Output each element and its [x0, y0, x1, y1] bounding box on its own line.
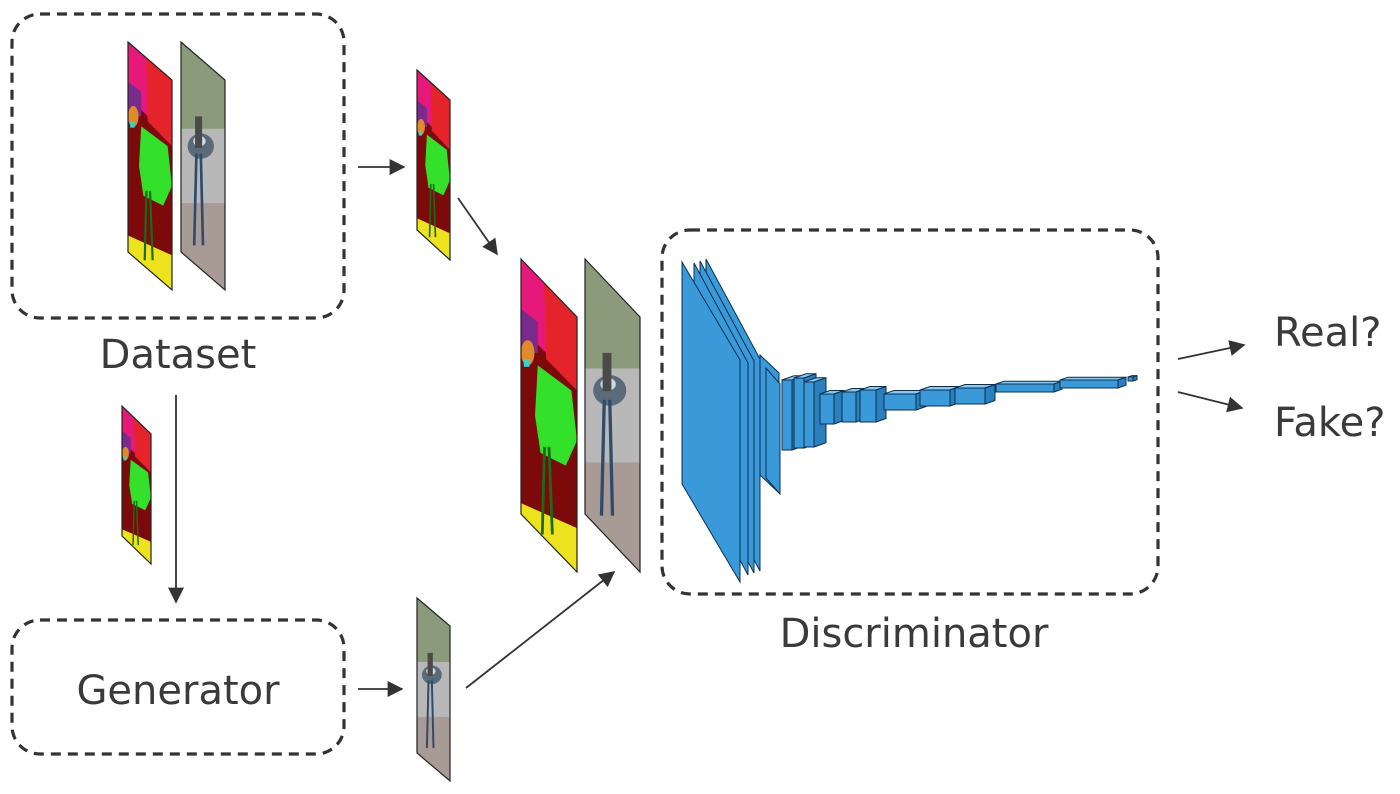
segmentation-map-icon	[127, 40, 173, 292]
seg-region-cyan	[418, 130, 422, 136]
seg-region-green	[129, 459, 151, 511]
segmentation-fill	[128, 42, 172, 290]
input-segmentation-map	[416, 68, 451, 262]
seg-figure-leg	[148, 190, 154, 261]
photo-person-torso	[195, 116, 203, 148]
real-label: Real?	[1274, 310, 1381, 356]
dataset-segmentation-map	[127, 40, 173, 292]
photo-trees	[585, 259, 640, 369]
segmentation-map-icon	[416, 68, 451, 262]
seg-region-cyan	[123, 456, 127, 461]
seg-figure-leg	[135, 500, 139, 546]
conv-layer-block-icon	[793, 377, 805, 449]
to-fake-arrow	[1177, 391, 1244, 413]
segmentation-fill	[521, 259, 577, 572]
dataset-photo	[180, 40, 226, 292]
generator-box	[10, 618, 346, 756]
seg-region-cyan	[130, 121, 135, 128]
photo-person-leg	[199, 153, 205, 246]
street-photo-icon	[416, 596, 451, 783]
conv-layer-block-icon	[681, 260, 741, 584]
dataset-label: Dataset	[100, 332, 257, 378]
seg-figure-leg	[132, 500, 135, 546]
conv-layer-block-icon	[954, 387, 986, 405]
conv-layer-block-icon	[803, 381, 815, 448]
panel-border	[127, 40, 173, 292]
seg-figure-leg	[432, 183, 437, 238]
photo-fill	[417, 598, 450, 781]
segmentation-map-icon	[121, 404, 152, 566]
segmentation-map-icon	[520, 257, 578, 574]
seg-figure-leg	[540, 446, 546, 535]
conv-layer-block-icon	[883, 393, 917, 411]
fake-label: Fake?	[1274, 400, 1385, 446]
conv-layer-block-icon-side	[1132, 374, 1138, 382]
photo-person-torso	[427, 652, 433, 677]
panel-border	[520, 257, 578, 574]
seg-region-green	[535, 365, 577, 466]
street-photo-icon	[180, 40, 226, 292]
seg-region-cyan	[523, 359, 530, 367]
photo-fill	[585, 259, 640, 572]
panel-border	[584, 257, 641, 574]
seg-figure-leg	[547, 446, 554, 535]
seg-figure-leg	[143, 190, 148, 261]
segmentation-fill	[417, 70, 450, 260]
panel-border	[416, 68, 451, 262]
panel-border	[416, 596, 451, 783]
conv-layer-block-icon	[765, 366, 781, 496]
conv-layer-block-icon	[859, 389, 877, 423]
segmap-to-pair-arrow	[457, 197, 498, 256]
seg-region-green	[139, 126, 172, 206]
conv-layer-block-icon	[819, 393, 835, 425]
discriminator-network	[681, 258, 1138, 584]
conv-layer-block-icon	[1059, 379, 1119, 389]
to-real-arrow	[1177, 340, 1246, 360]
street-photo-icon	[584, 257, 641, 574]
panel-border	[180, 40, 226, 292]
conv-layer-block-icon	[919, 389, 951, 407]
pair-segmentation-map	[520, 257, 578, 574]
photo-fill	[181, 42, 225, 290]
photo-trees	[181, 42, 225, 129]
generated-photo	[416, 596, 451, 783]
fake-to-pair-arrow	[465, 571, 616, 689]
seg-region-green	[425, 134, 450, 196]
seg-figure-leg	[428, 183, 432, 238]
discriminator-label: Discriminator	[780, 611, 1049, 657]
panel-border	[121, 404, 152, 566]
photo-person-leg	[608, 399, 615, 516]
conv-layer-block-icon-side	[984, 383, 996, 405]
conv-layer-block-icon	[781, 379, 793, 451]
photo-person-leg	[430, 680, 435, 749]
photo-person-leg	[192, 153, 198, 246]
photo-trees	[417, 598, 450, 663]
photo-person-torso	[602, 352, 612, 392]
dataset-box	[10, 12, 346, 320]
pair-photo	[584, 257, 641, 574]
discriminator-box	[660, 228, 1160, 596]
conv-layer-block-icon	[1127, 376, 1134, 382]
photo-person-leg	[599, 399, 606, 516]
conv-layer-block-icon	[841, 391, 857, 423]
photo-person-leg	[425, 680, 430, 749]
generator-input-segmentation-map	[121, 404, 152, 566]
conv-layer-block-icon	[995, 383, 1055, 393]
generator-label: Generator	[76, 668, 280, 714]
